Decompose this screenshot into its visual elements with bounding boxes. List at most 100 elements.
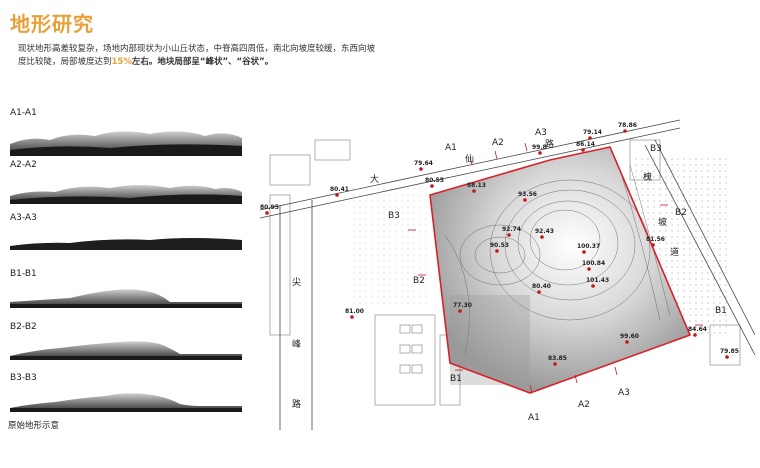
- elevation-point: 92.43: [535, 228, 554, 239]
- contours: [444, 164, 671, 356]
- elevation-point: 83.85: [548, 355, 567, 366]
- svg-text:88.13: 88.13: [467, 182, 486, 189]
- site-terrain: [430, 147, 690, 393]
- svg-text:81.56: 81.56: [646, 236, 665, 243]
- svg-text:93.56: 93.56: [518, 191, 537, 198]
- section-mark: A1: [445, 143, 457, 153]
- section-mark: B2: [413, 276, 425, 286]
- section-profile-b1: [10, 289, 242, 308]
- road-char: 峰: [292, 339, 301, 350]
- description-line-2: 度比较陡，局部坡度达到15%左右。地块局部呈“峰状”、“谷状”。: [18, 56, 418, 69]
- road-char: 大: [370, 173, 379, 185]
- svg-text:86.14: 86.14: [576, 141, 595, 148]
- elevation-point: 100.37: [577, 243, 600, 254]
- elevation-point: 86.14: [576, 141, 595, 152]
- svg-text:92.43: 92.43: [535, 228, 554, 235]
- elevation-point: 80.41: [330, 186, 349, 197]
- elevation-point: 79.64: [414, 160, 433, 171]
- road-char: 尖: [292, 276, 301, 288]
- svg-text:80.40: 80.40: [532, 283, 551, 290]
- section-mark-labels: A1 A2 A3 B3 B2 B1 B3 B2 B1 A1 A2 A3: [388, 128, 727, 423]
- elevation-point: 93.56: [518, 191, 537, 202]
- elevation-point: 81.00: [345, 308, 364, 319]
- svg-text:100.84: 100.84: [582, 260, 605, 267]
- svg-text:101.43: 101.43: [586, 277, 609, 284]
- svg-text:79.14: 79.14: [583, 129, 602, 136]
- road-char: 仙: [465, 153, 474, 165]
- svg-text:80.55: 80.55: [425, 177, 444, 184]
- elevation-point: 79.14: [583, 129, 602, 140]
- elevation-point: 99.8: [532, 144, 547, 155]
- elevation-point: 78.86: [618, 122, 637, 133]
- road-char: 路: [545, 138, 554, 150]
- svg-text:92.74: 92.74: [502, 226, 521, 233]
- section-mark: B1: [715, 306, 727, 316]
- description-line-1: 现状地形高差较复杂，场地内部现状为小山丘状态，中脊高四周低，南北向坡度较缓，东西…: [18, 44, 376, 54]
- elevation-point: 90.53: [490, 242, 509, 253]
- section-profile-a1: [10, 131, 242, 156]
- section-mark: B1: [450, 374, 462, 384]
- svg-text:90.53: 90.53: [490, 242, 509, 249]
- section-mark: A3: [618, 388, 630, 398]
- caption: 原始地形示意: [8, 421, 60, 431]
- roads: [259, 119, 755, 430]
- svg-text:78.86: 78.86: [618, 122, 637, 129]
- section-mark: A2: [492, 138, 504, 148]
- elevation-points: 78.86 79.14 99.8 86.14 79.64 80.55 80.41…: [260, 122, 739, 366]
- road-char: 道: [670, 246, 679, 258]
- elevation-point: 99.60: [620, 333, 639, 344]
- road-char: 路: [292, 398, 301, 410]
- road-char: 坡: [658, 216, 667, 228]
- svg-text:80.95: 80.95: [260, 204, 279, 211]
- page-title: 地形研究: [10, 12, 94, 36]
- elevation-point: 84.64: [688, 326, 707, 337]
- section-mark: A3: [535, 128, 547, 138]
- section-label-b3: B3-B3: [10, 373, 37, 383]
- svg-text:100.37: 100.37: [577, 243, 600, 250]
- site-boundary: [429, 146, 692, 394]
- road-char: 槐: [643, 171, 652, 183]
- svg-text:99.8: 99.8: [532, 144, 547, 151]
- built-area: [450, 295, 530, 385]
- description-text: 度比较陡，局部坡度达到: [18, 57, 112, 67]
- vegetation-area-west: [350, 185, 430, 305]
- section-profile-a3: [10, 238, 242, 250]
- description: 现状地形高差较复杂，场地内部现状为小山丘状态，中脊高四周低，南北向坡度较缓，东西…: [18, 43, 418, 69]
- section-label-a3: A3-A3: [10, 213, 37, 223]
- elevation-point: 80.95: [260, 204, 279, 215]
- svg-text:83.85: 83.85: [548, 355, 567, 362]
- svg-text:99.60: 99.60: [620, 333, 639, 340]
- section-label-a2: A2-A2: [10, 160, 37, 170]
- section-mark: A1: [528, 413, 540, 423]
- svg-text:81.00: 81.00: [345, 308, 364, 315]
- elevation-point: 88.13: [467, 182, 486, 193]
- section-mark: B3: [650, 144, 662, 154]
- elevation-point: 79.85: [720, 348, 739, 359]
- section-label-a1: A1-A1: [10, 108, 37, 118]
- section-label-b2: B2-B2: [10, 322, 37, 332]
- elevation-point: 81.56: [646, 236, 665, 247]
- elevation-point: 77.30: [453, 302, 472, 313]
- slope-highlight: 15%: [111, 57, 132, 67]
- section-profile-a2: [10, 185, 242, 204]
- description-text-bold: 左右。地块局部呈“峰状”、“谷状”。: [131, 57, 274, 67]
- elevation-point: 80.55: [425, 177, 444, 188]
- svg-text:80.41: 80.41: [330, 186, 349, 193]
- section-mark: B2: [675, 208, 687, 218]
- elevation-point: 100.84: [582, 260, 605, 271]
- terrain-map: 大 仙 路 槐 坡 道 尖 峰 路 A1 A2 A3 B3 B2 B1 B3 B…: [259, 119, 755, 430]
- svg-text:79.64: 79.64: [414, 160, 433, 167]
- elevation-point: 80.40: [532, 283, 551, 294]
- svg-text:79.85: 79.85: [720, 348, 739, 355]
- section-profile-b3: [10, 393, 242, 412]
- svg-text:77.30: 77.30: [453, 302, 472, 309]
- section-profile-b2: [10, 341, 242, 360]
- svg-text:84.64: 84.64: [688, 326, 707, 333]
- section-mark: B3: [388, 211, 400, 221]
- elevation-point: 92.74: [502, 226, 521, 237]
- section-mark: A2: [578, 400, 590, 410]
- section-markers: [408, 142, 703, 394]
- section-label-b1: B1-B1: [10, 269, 37, 279]
- elevation-point: 101.43: [586, 277, 609, 288]
- road-names: 大 仙 路 槐 坡 道 尖 峰 路: [292, 138, 679, 410]
